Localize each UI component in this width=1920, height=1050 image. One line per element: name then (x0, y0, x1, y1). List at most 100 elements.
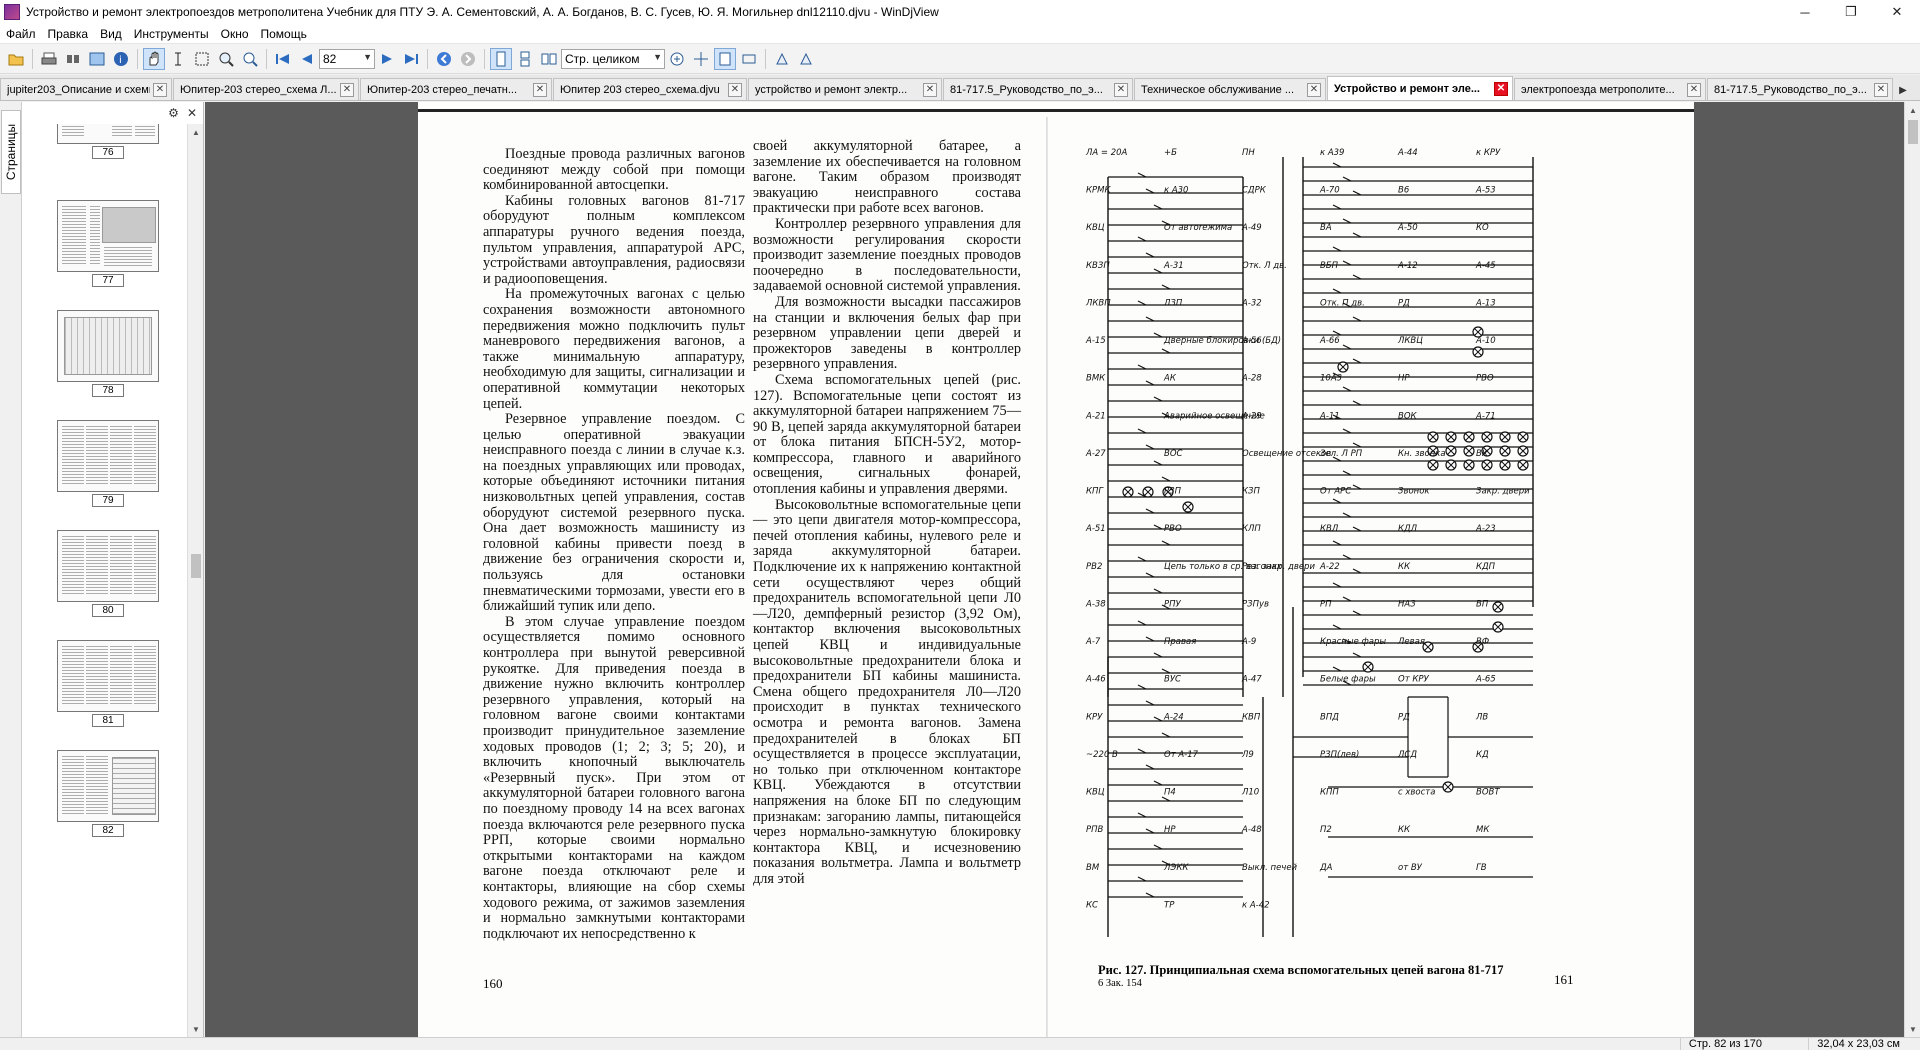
schematic-wire (1332, 582, 1342, 588)
menu-help[interactable]: Помощь (260, 26, 307, 41)
tab-document-10[interactable]: 81-717.5_Руководство_по_э...✕ (1707, 78, 1893, 100)
fullscreen-icon[interactable] (86, 48, 108, 70)
schematic-label: Выкл. печей (1242, 863, 1298, 873)
status-page-size: 32,04 x 23,03 см (1808, 1038, 1908, 1050)
schematic-wire (1153, 652, 1163, 658)
app-icon (4, 4, 20, 20)
thumbnail-page[interactable]: 78 (57, 310, 159, 397)
find-icon[interactable] (62, 48, 84, 70)
menu-window[interactable]: Окно (220, 26, 249, 41)
close-icon[interactable]: ✕ (153, 82, 167, 97)
page-number-input[interactable]: 82▼ (319, 48, 375, 69)
last-page-icon[interactable] (400, 48, 422, 70)
first-page-icon[interactable] (272, 48, 294, 70)
schematic-wire (1444, 783, 1452, 791)
schematic-wire (1519, 447, 1527, 455)
scroll-down-icon[interactable]: ▼ (1909, 1024, 1917, 1034)
chevron-right-icon[interactable]: ▶ (1899, 84, 1907, 96)
thumbnail-page[interactable]: 80 (57, 530, 159, 617)
thumbnail-page[interactable]: 79 (57, 420, 159, 507)
info-icon[interactable]: i (110, 48, 132, 70)
close-icon[interactable]: ✕ (1687, 82, 1701, 97)
schematic-wire (1465, 447, 1473, 455)
fit-width-icon[interactable] (690, 48, 712, 70)
close-panel-icon[interactable]: ✕ (186, 106, 197, 120)
select-text-icon[interactable] (167, 48, 189, 70)
schematic-label: МК (1476, 825, 1490, 835)
tab-document-2[interactable]: Юпитер-203 стерео_схема Л...✕ (173, 78, 359, 100)
document-viewer[interactable]: Поездные провода различных вагонов соеди… (205, 102, 1904, 1037)
schematic-wire (1352, 610, 1362, 616)
forward-icon[interactable] (457, 48, 479, 70)
close-icon[interactable]: ✕ (1114, 82, 1128, 97)
rotate-right-icon[interactable] (795, 48, 817, 70)
close-button[interactable]: ✕ (1891, 4, 1903, 19)
select-area-icon[interactable] (191, 48, 213, 70)
schematic-wire (1501, 433, 1509, 441)
actual-size-icon[interactable] (738, 48, 760, 70)
schematic-wire (1153, 460, 1163, 466)
menu-tools[interactable]: Инструменты (133, 26, 209, 41)
rotate-left-icon[interactable] (771, 48, 793, 70)
schematic-label: Дверные блокировки (БД) (1163, 336, 1281, 346)
schematic-wire (1153, 716, 1163, 722)
hand-tool-icon[interactable] (143, 47, 165, 70)
schematic-label: КДП (1476, 562, 1496, 572)
close-icon[interactable]: ✕ (1307, 82, 1321, 97)
schematic-wire (1332, 330, 1342, 336)
back-icon[interactable] (433, 48, 455, 70)
close-icon[interactable]: ✕ (533, 82, 547, 97)
schematic-wire (1332, 498, 1342, 504)
thumbnail-page[interactable]: 77 (57, 200, 159, 287)
zoom-rect-icon[interactable] (215, 48, 237, 70)
scroll-up-icon[interactable]: ▲ (1909, 105, 1917, 115)
continuous-icon[interactable] (514, 48, 536, 70)
schematic-wire (1332, 288, 1342, 294)
tab-document-active[interactable]: Устройство и ремонт эле...✕ (1327, 76, 1513, 100)
maximize-button[interactable]: ❐ (1845, 4, 1857, 19)
menu-file[interactable]: Файл (6, 26, 36, 41)
thumbnail-scrollbar[interactable]: ▲ ▼ (187, 124, 203, 1037)
menu-edit[interactable]: Правка (47, 26, 89, 41)
tab-document-4[interactable]: Юпитер 203 стерео_схема.djvu✕ (553, 78, 747, 100)
open-folder-icon[interactable] (5, 48, 27, 70)
thumbnail-panel: ⚙ ✕ 76 77 78 79 80 81 82 (22, 102, 204, 1037)
fit-page-icon[interactable] (714, 47, 736, 70)
tab-document-1[interactable]: jupiter203_Описание и схемы...✕ (0, 78, 172, 100)
tab-document-3[interactable]: Юпитер-203 стерео_печатн...✕ (360, 78, 552, 100)
thumbnail-page[interactable]: 76 (57, 124, 159, 159)
tab-document-6[interactable]: 81-717.5_Руководство_по_э...✕ (943, 78, 1133, 100)
schematic-wire (1352, 526, 1362, 532)
schematic-wire (1137, 684, 1147, 690)
tab-document-9[interactable]: электропоезда метрополите...✕ (1514, 78, 1706, 100)
menu-view[interactable]: Вид (100, 26, 122, 41)
scroll-down-icon[interactable]: ▼ (192, 1024, 200, 1034)
tab-pages[interactable]: Страницы (1, 110, 21, 194)
scroll-up-icon[interactable]: ▲ (192, 127, 200, 137)
single-page-icon[interactable] (490, 47, 512, 70)
zoom-in-icon[interactable] (666, 48, 688, 70)
tab-document-5[interactable]: устройство и ремонт электр...✕ (748, 78, 942, 100)
close-icon[interactable]: ✕ (1494, 81, 1508, 96)
schematic-label: ВБП (1320, 261, 1339, 271)
thumbnail-page-number: 76 (92, 146, 124, 159)
thumbnail-page-current[interactable]: 82 (57, 750, 159, 837)
print-icon[interactable] (38, 48, 60, 70)
minimize-button[interactable]: ─ (1800, 4, 1810, 20)
settings-icon[interactable]: ⚙ (168, 106, 179, 120)
zoom-select[interactable]: Стр. целиком▼ (561, 48, 665, 69)
schematic-wire (1447, 447, 1455, 455)
schematic-label: ВФ (1476, 637, 1489, 647)
close-icon[interactable]: ✕ (1874, 82, 1888, 97)
document-scrollbar[interactable]: ▲ ▼ (1904, 102, 1920, 1037)
prev-page-icon[interactable] (296, 48, 318, 70)
magnifier-icon[interactable] (239, 48, 261, 70)
close-icon[interactable]: ✕ (923, 82, 937, 97)
close-icon[interactable]: ✕ (340, 82, 354, 97)
schematic-label: ЛКВЦ (1397, 336, 1423, 346)
next-page-icon[interactable] (376, 48, 398, 70)
close-icon[interactable]: ✕ (728, 82, 742, 97)
thumbnail-page[interactable]: 81 (57, 640, 159, 727)
tab-document-7[interactable]: Техническое обслуживание ...✕ (1134, 78, 1326, 100)
facing-pages-icon[interactable] (538, 48, 560, 70)
